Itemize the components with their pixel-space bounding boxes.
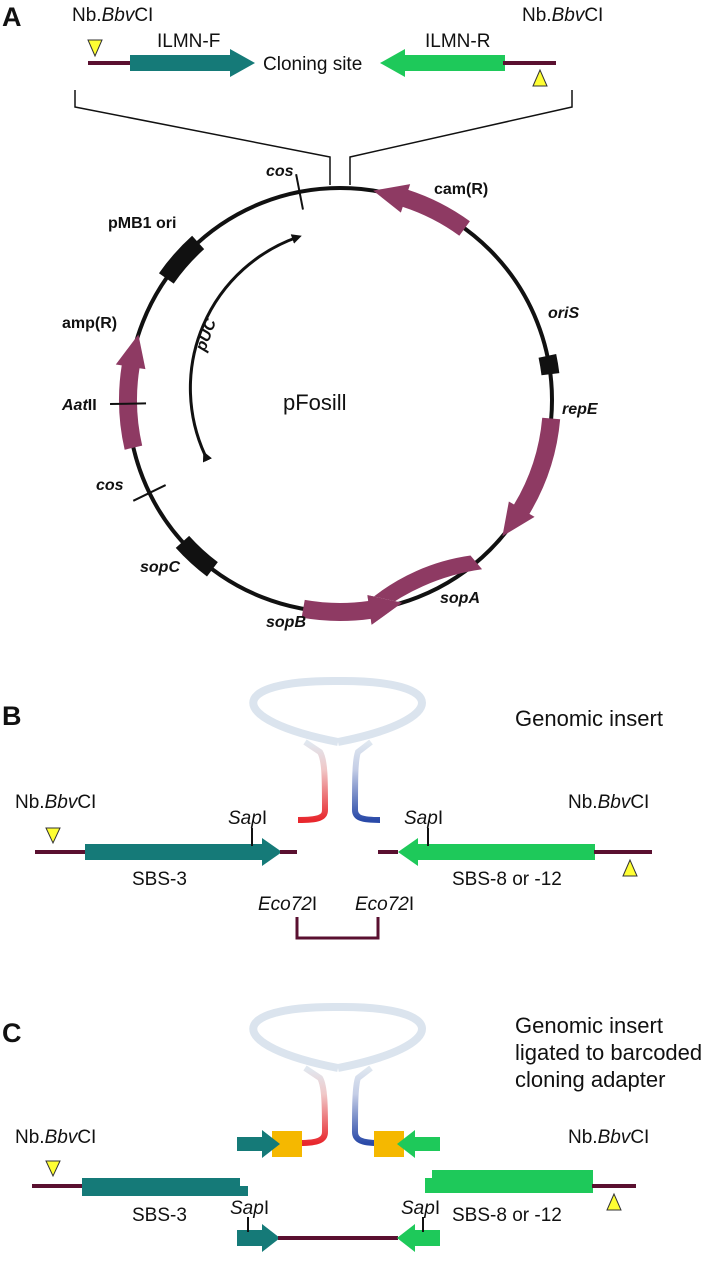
sbs8-arrow-b	[398, 838, 595, 866]
sopb-arrow	[301, 595, 402, 625]
nick-site-triangle-left-b	[45, 827, 61, 845]
adapter-arrow-left	[237, 1130, 280, 1158]
cos-tick-bottom	[132, 484, 167, 502]
panel-label-b: B	[2, 701, 22, 731]
sbs8-label-b: SBS-8 or -12	[452, 869, 562, 890]
ilmn-r-label: ILMN-R	[425, 31, 490, 52]
sapi-label-right-b: SapI	[404, 808, 443, 829]
feature-label-sopb: sopB	[266, 614, 306, 631]
cos-tick-top	[295, 174, 304, 210]
feature-label-sopc: sopC	[140, 559, 180, 576]
zoom-bracket	[74, 90, 573, 185]
hairpin-red-strand-c	[299, 1065, 329, 1146]
sopa-arrow	[367, 555, 483, 625]
sbs3-label-c: SBS-3	[132, 1205, 187, 1226]
panel-label-a: A	[2, 2, 22, 32]
feature-label-oris: oriS	[548, 305, 579, 322]
sbs8-block-c	[425, 1178, 593, 1193]
sapi-label-right-c: SapI	[401, 1198, 440, 1219]
hairpin-b	[249, 676, 426, 823]
oris-block	[538, 354, 560, 376]
puc-label: pUC	[192, 316, 220, 354]
feature-label-cam: cam(R)	[434, 181, 488, 198]
amp-r-arrow	[115, 334, 146, 450]
feature-label-cos-bottom: cos	[96, 477, 124, 494]
feature-label-cos-top: cos	[266, 163, 294, 180]
eco72i-label-left: Eco72I	[258, 894, 317, 915]
panel-c-title-1: Genomic insert	[515, 1013, 663, 1038]
feature-label-sopa: sopA	[440, 590, 480, 607]
sbs3-label-b: SBS-3	[132, 869, 187, 890]
feature-label-aatii: AatII	[61, 397, 97, 414]
eco72i-fragment	[295, 917, 380, 940]
sapi-label-left-c: SapI	[230, 1198, 269, 1219]
ilmn-r-arrow	[380, 49, 505, 77]
panel-c-title-2: ligated to barcoded	[515, 1040, 702, 1065]
feature-label-pmb1: pMB1 ori	[108, 215, 176, 232]
panel-label-c: C	[2, 1018, 22, 1048]
nick-site-triangle-right-b	[622, 858, 638, 877]
enzyme-label-left-c: Nb.BbvCI	[15, 1127, 96, 1148]
puc-arrow	[188, 234, 302, 463]
repe-arrow	[502, 417, 561, 537]
hairpin-blue-strand	[351, 739, 381, 823]
hairpin-red-strand	[297, 739, 329, 823]
hairpin-loop	[249, 676, 426, 746]
panel-b-title: Genomic insert	[515, 706, 663, 731]
nick-site-triangle-left-c	[45, 1160, 61, 1178]
adapter-arrow-right	[397, 1130, 440, 1158]
enzyme-label-right-c: Nb.BbvCI	[568, 1127, 649, 1148]
enzyme-label-left-a: Nb.BbvCI	[72, 5, 153, 26]
sbs8-label-c: SBS-8 or -12	[452, 1205, 562, 1226]
panel-c-title-3: cloning adapter	[515, 1067, 665, 1092]
nick-site-triangle-right-c	[606, 1192, 622, 1211]
cloning-site-construct	[87, 39, 556, 87]
sbs3-arrow-b	[85, 838, 282, 866]
hairpin-c	[249, 1002, 426, 1146]
nick-site-triangle-left	[87, 39, 103, 58]
feature-label-repe: repE	[562, 401, 599, 418]
hairpin-blue-strand-c	[351, 1065, 379, 1146]
enzyme-label-left-b: Nb.BbvCI	[15, 792, 96, 813]
pmb1-ori-block	[158, 235, 205, 284]
bottom-adapter-arrow-right	[397, 1224, 440, 1252]
eco72i-label-right: Eco72I	[355, 894, 414, 915]
enzyme-label-right-a: Nb.BbvCI	[522, 5, 603, 26]
cloning-site-label: Cloning site	[263, 54, 362, 75]
aatii-tick	[110, 402, 147, 406]
nick-site-triangle-right	[532, 68, 548, 87]
cam-r-arrow	[373, 184, 470, 236]
enzyme-label-right-b: Nb.BbvCI	[568, 792, 649, 813]
ilmn-f-arrow	[130, 49, 255, 77]
plasmid-name: pFosill	[283, 390, 347, 415]
feature-label-amp: amp(R)	[62, 315, 117, 332]
sopc-block	[175, 535, 218, 577]
ilmn-f-label: ILMN-F	[157, 31, 220, 52]
sapi-label-left-b: SapI	[228, 808, 267, 829]
hairpin-loop-c	[249, 1002, 426, 1072]
bottom-adapter-arrow-left	[237, 1224, 280, 1252]
